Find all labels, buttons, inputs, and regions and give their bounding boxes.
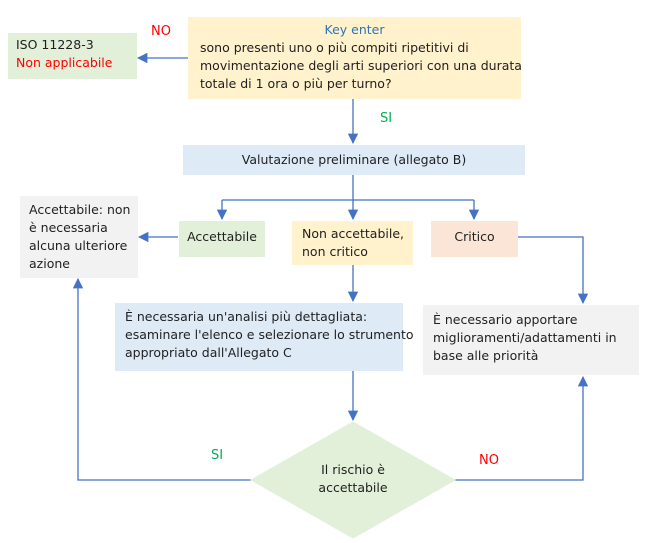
key-enter-line-1: sono presenti uno o più compiti ripetiti… [200,40,469,55]
acceptable-box: Accettabile [179,221,265,257]
acceptable-outcome-line-3: alcuna ulteriore [29,238,128,253]
key-enter-line-2: movimentazione degli arti superiori con … [200,58,522,73]
detailed-analysis-line-3: appropriato dall'Allegato C [125,345,292,360]
key-enter-line-3: totale di 1 ora o più per turno? [200,76,392,91]
acceptable-outcome-line-1: Accettabile: non [29,202,131,217]
acceptable-outcome-box: Accettabile: non è necessaria alcuna ult… [20,196,138,278]
risk-decision-line-1: Il rischio è [321,462,385,477]
no-label-top: NO [151,24,171,39]
not-acceptable-line-2: non critico [302,244,368,259]
preliminary-evaluation-box: Valutazione preliminare (allegato B) [183,145,525,175]
key-enter-box: Key enter sono presenti uno o più compit… [188,17,522,99]
preliminary-evaluation-label: Valutazione preliminare (allegato B) [241,152,467,167]
acceptable-outcome-line-2: è necessaria [29,220,108,235]
arrow-critico-to-miglioramenti [518,236,589,305]
detailed-analysis-line-2: esaminare l'elenco e selezionare lo stru… [125,327,414,342]
arrow-valutazione-split [222,175,474,201]
acceptable-outcome-line-4: azione [29,256,70,271]
critical-box: Critico [431,221,518,257]
detailed-analysis-box: È necessaria un'analisi più dettagliata:… [115,303,414,371]
no-label-bottom: NO [479,453,499,468]
si-label-bottom: SI [211,448,224,463]
iso-not-applicable-box: ISO 11228-3 Non applicabile [8,33,137,79]
risk-decision-line-2: accettabile [318,480,388,495]
improvements-box: È necessario apportare miglioramenti/ada… [423,305,639,375]
not-applicable-label: Non applicabile [16,55,113,70]
critical-label: Critico [454,229,495,244]
improvements-line-2: miglioramenti/adattamenti in [433,330,617,345]
acceptable-label: Accettabile [187,229,257,244]
not-acceptable-box: Non accettabile, non critico [292,221,413,265]
detailed-analysis-line-1: È necessaria un'analisi più dettagliata: [125,309,368,324]
not-acceptable-line-1: Non accettabile, [302,226,404,241]
si-label-top: SI [380,111,393,126]
arrow-rischio-no [454,375,589,481]
improvements-line-3: base alle priorità [433,348,539,363]
key-enter-title: Key enter [324,22,385,37]
risk-decision-diamond [250,421,456,539]
risk-decision-text: Il rischio è accettabile [290,461,416,497]
arrow-rischio-si [72,277,251,481]
iso-label: ISO 11228-3 [16,37,94,52]
improvements-line-1: È necessario apportare [433,312,578,327]
